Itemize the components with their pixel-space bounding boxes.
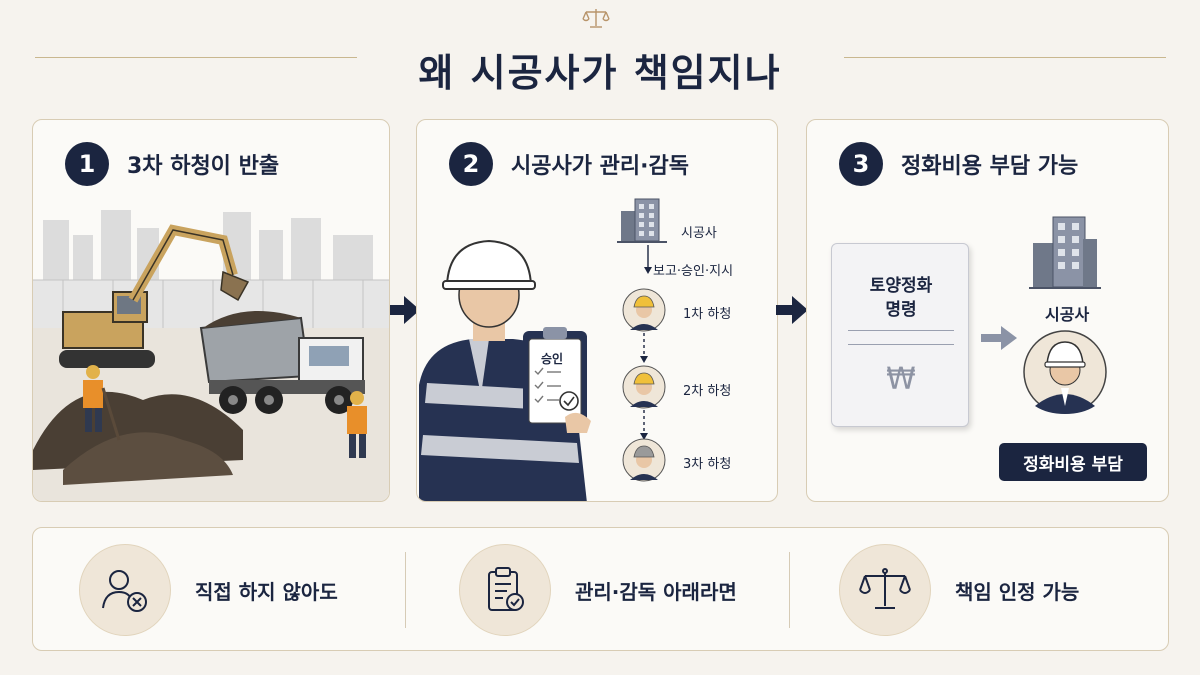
chain-tier-2: 2차 하청	[683, 384, 732, 399]
worker-icon	[622, 365, 666, 409]
worker-icon	[622, 438, 666, 482]
summary-label-3: 책임 인정 가능	[955, 579, 1080, 604]
step-number-1: 1	[65, 142, 109, 186]
document-line	[848, 344, 954, 345]
flow-arrow-3	[981, 326, 1017, 350]
building-icon	[1029, 216, 1101, 289]
step-label-3: 정화비용 부담 가능	[901, 154, 1079, 179]
step-2-header: 2 시공사가 관리·감독	[449, 142, 689, 186]
flow-arrow-2	[776, 296, 808, 324]
header-rule-left	[35, 57, 357, 58]
worker-icon	[622, 288, 666, 332]
remediation-order-document: 토양정화 명령 ₩	[831, 243, 969, 427]
clipboard-check-icon	[459, 544, 551, 636]
step-number-2: 2	[449, 142, 493, 186]
building-icon	[617, 198, 667, 243]
step-label-2: 시공사가 관리·감독	[511, 154, 689, 179]
page-title: 왜 시공사가 책임지나	[418, 51, 782, 95]
worker-icon	[347, 391, 367, 458]
chain-arrow-dashed-1	[640, 333, 648, 363]
clipboard-icon	[523, 327, 591, 433]
step-1-header: 1 3차 하청이 반출	[65, 142, 279, 186]
scales-of-justice-icon	[582, 9, 610, 28]
chain-arrow-solid	[644, 245, 652, 274]
summary-label-1: 직접 하지 않아도	[195, 579, 338, 604]
summary-item-1: 직접 하지 않아도	[79, 544, 338, 636]
summary-item-3: 책임 인정 가능	[839, 544, 1079, 636]
step-number-3: 3	[839, 142, 883, 186]
clipboard-approval-text: 승인	[541, 352, 564, 366]
chain-tier-1: 1차 하청	[683, 307, 732, 322]
scales-icon	[839, 544, 931, 636]
cleanup-cost-burden-badge: 정화비용 부담	[999, 443, 1147, 481]
flow-arrow-1	[390, 296, 420, 324]
summary-divider	[405, 552, 406, 628]
summary-item-2: 관리·감독 아래라면	[459, 544, 737, 636]
chain-top-label: 시공사	[681, 226, 717, 241]
summary-bar: 직접 하지 않아도 관리·감독 아래라면	[32, 527, 1169, 651]
contractor-manager-icon	[1023, 330, 1107, 414]
panel-step-3: 3 정화비용 부담 가능 토양정화 명령 ₩ 시공사 정화비용	[806, 119, 1169, 502]
panel-step-1: 1 3차 하청이 반출	[32, 119, 390, 502]
construction-scene	[33, 210, 389, 501]
chain-tier-3: 3차 하청	[683, 457, 732, 472]
person-x-icon	[79, 544, 171, 636]
summary-label-2: 관리·감독 아래라면	[575, 579, 737, 604]
dump-truck-icon	[199, 310, 365, 414]
header-rule-right	[844, 57, 1166, 58]
chain-arrow-dashed-2	[640, 410, 648, 440]
document-line	[848, 330, 954, 331]
contractor-label: 시공사	[1045, 305, 1090, 324]
step-3-header: 3 정화비용 부담 가능	[839, 142, 1078, 186]
order-title-line-2: 명령	[885, 300, 917, 320]
panel-step-2: 2 시공사가 관리·감독 승인	[416, 119, 778, 502]
worker-icon	[83, 365, 121, 441]
won-currency-icon: ₩	[886, 362, 916, 397]
step-label-1: 3차 하청이 반출	[127, 154, 280, 179]
excavator-icon	[59, 224, 250, 368]
chain-flow-label: 보고·승인·지시	[653, 264, 734, 279]
summary-divider	[789, 552, 790, 628]
order-title-line-1: 토양정화	[869, 276, 933, 296]
